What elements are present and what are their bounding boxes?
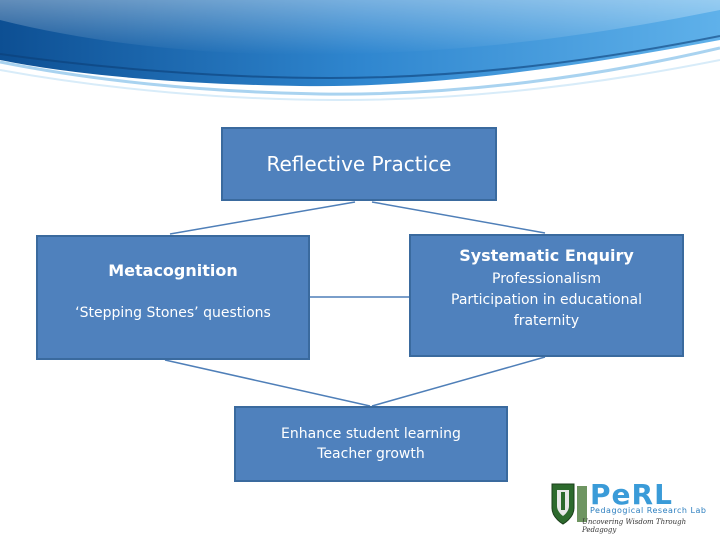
box-reflective-practice-label: Reflective Practice: [266, 152, 452, 176]
box-outcomes-line2: Teacher growth: [317, 446, 425, 462]
box-metacognition: Metacognition ‘Stepping Stones’ question…: [36, 235, 310, 360]
perl-logo-subtitle: Pedagogical Research Lab: [590, 506, 707, 515]
box-systematic-enquiry-line2: Participation in educational: [451, 292, 642, 308]
box-outcomes: Enhance student learning Teacher growth: [234, 406, 508, 482]
connector-right-bottom: [371, 356, 546, 407]
box-systematic-enquiry-line1: Professionalism: [492, 271, 601, 287]
connector-left-bottom: [164, 359, 371, 407]
connector-top-left: [169, 201, 356, 235]
header-wave-banner: [0, 0, 720, 102]
box-reflective-practice: Reflective Practice: [221, 127, 497, 201]
perl-logo-wordmark: PeRL: [590, 478, 673, 511]
connector-top-right: [371, 201, 546, 234]
box-metacognition-subtitle: ‘Stepping Stones’ questions: [75, 305, 271, 321]
perl-logo-emblem: [551, 483, 587, 525]
box-outcomes-line1: Enhance student learning: [281, 426, 461, 442]
box-systematic-enquiry-line3: fraternity: [513, 313, 580, 329]
box-metacognition-title: Metacognition: [108, 261, 238, 280]
box-systematic-enquiry-title: Systematic Enquiry: [459, 246, 634, 265]
perl-logo-tagline: Uncovering Wisdom Through Pedagogy: [582, 518, 687, 534]
box-systematic-enquiry: Systematic Enquiry Professionalism Parti…: [409, 234, 684, 357]
